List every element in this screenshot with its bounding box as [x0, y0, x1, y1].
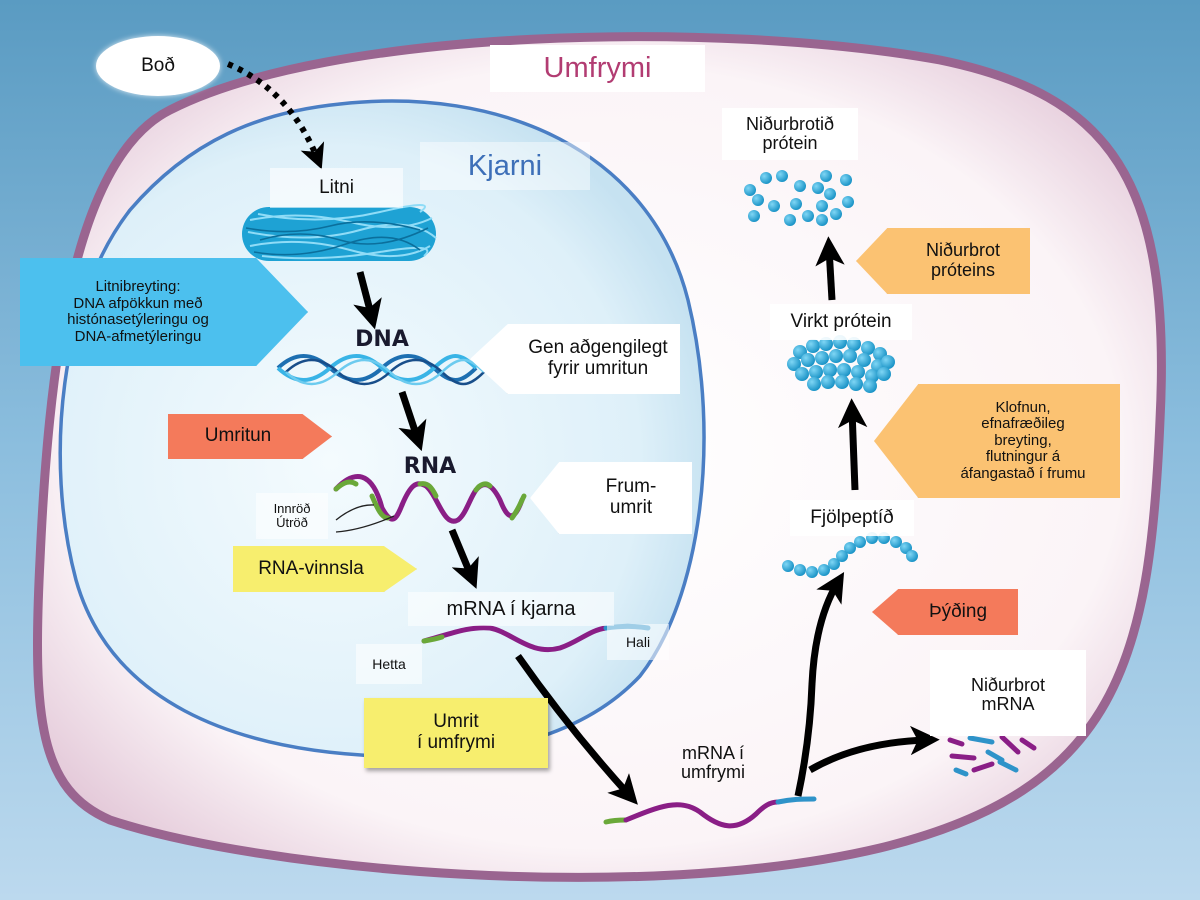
protein-degradation-box: Niðurbrot próteins [856, 228, 1030, 294]
rna-transcript [333, 474, 527, 524]
mrna-fragments [947, 734, 1037, 777]
chromatin-graphic [242, 204, 437, 261]
active-protein-label: Virkt prótein [770, 304, 912, 340]
mrna-cytoplasm-label: mRNA í umfrymi [681, 743, 745, 782]
modification-box: Klofnun, efnafræðileg breyting, flutning… [874, 384, 1120, 498]
signal-label: Boð [141, 55, 175, 77]
chromatin-label: Litni [270, 168, 403, 208]
polypeptide-label: Fjölpeptíð [790, 500, 914, 536]
chromatin-modification-box: Litnibreyting: DNA afpökkun með histónas… [20, 258, 308, 366]
export-box: Umrit í umfrymi [364, 698, 548, 768]
mrna-degradation-label: Niðurbrot mRNA [930, 650, 1086, 736]
cap-label: Hetta [356, 644, 422, 684]
rna-label: RNA [403, 454, 457, 480]
active-protein-cluster [787, 335, 895, 393]
nucleus-title: Kjarni [420, 142, 590, 190]
tail-label: Hali [607, 624, 669, 660]
dna-label: DNA [355, 327, 409, 353]
mrna-nucleus-label: mRNA í kjarna [408, 592, 614, 626]
dna-helix [276, 354, 485, 386]
intron-exon-pointers [335, 504, 395, 533]
primary-transcript-box: Frum- umrit [530, 462, 692, 534]
cytoplasm-title: Umfrymi [490, 45, 705, 92]
signal-bubble: Boð [96, 36, 220, 96]
intron-exon-label: Innröð Útröð [256, 493, 328, 539]
pathway-arrows [226, 61, 940, 805]
degraded-protein-beads [744, 170, 854, 226]
rna-processing-box: RNA-vinnsla [233, 546, 417, 592]
transcription-box: Umritun [168, 414, 332, 459]
degraded-protein-label: Niðurbrotið prótein [722, 108, 858, 160]
mrna-in-cytoplasm [603, 796, 817, 829]
gene-accessible-box: Gen aðgengilegt fyrir umritun [470, 324, 680, 394]
translation-box: Þýðing [872, 589, 1018, 635]
